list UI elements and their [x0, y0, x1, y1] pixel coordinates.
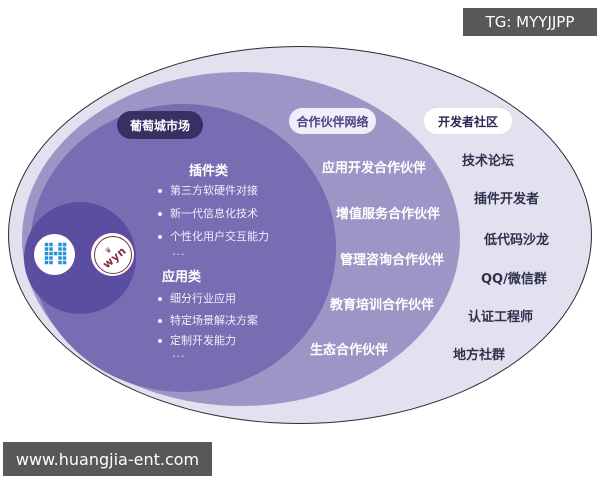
list-item: 个性化用户交互能力 — [158, 230, 269, 244]
developer-community-label: 开发者社区 — [424, 108, 512, 134]
market-ring-label: 葡萄城市场 — [117, 111, 203, 139]
website-badge: www.huangjia-ent.com — [3, 442, 212, 476]
wyn-logo: ♛ wyn — [91, 233, 134, 276]
community-item: QQ/微信群 — [481, 272, 547, 287]
bullet-icon — [158, 235, 162, 239]
list-item-label: 个性化用户交互能力 — [170, 230, 269, 243]
community-item: 技术论坛 — [462, 154, 515, 169]
list-item: 新一代信息化技术 — [158, 207, 258, 221]
community-item: 低代码沙龙 — [484, 233, 550, 248]
list-item-label: 细分行业应用 — [170, 292, 236, 305]
plugins-more-ellipsis: ... — [172, 245, 186, 258]
bullet-icon — [158, 319, 162, 323]
apps-more-ellipsis: ... — [172, 347, 186, 360]
h-logo — [34, 234, 75, 275]
list-item-label: 特定场景解决方案 — [170, 314, 258, 327]
wyn-logo-ring — [93, 235, 132, 274]
list-item: 细分行业应用 — [158, 292, 236, 306]
list-item-label: 定制开发能力 — [170, 334, 236, 347]
list-item-label: 新一代信息化技术 — [170, 207, 258, 220]
apps-group-title: 应用类 — [162, 270, 202, 285]
community-item: 插件开发者 — [474, 192, 540, 207]
bullet-icon — [158, 189, 162, 193]
bullet-icon — [158, 297, 162, 301]
list-item: 第三方软硬件对接 — [158, 184, 258, 198]
bullet-icon — [158, 339, 162, 343]
partner-network-label: 合作伙伴网络 — [289, 108, 376, 134]
bullet-icon — [158, 212, 162, 216]
plugins-group-title: 插件类 — [189, 164, 229, 179]
partner-item: 管理咨询合作伙伴 — [340, 253, 445, 268]
telegram-badge: TG: MYYJJPP — [463, 8, 597, 36]
h-logo-icon — [42, 240, 68, 270]
partner-item: 生态合作伙伴 — [310, 343, 389, 358]
list-item: 特定场景解决方案 — [158, 314, 258, 328]
partner-item: 应用开发合作伙伴 — [322, 161, 427, 176]
partner-item: 教育培训合作伙伴 — [330, 298, 435, 313]
partner-item: 增值服务合作伙伴 — [336, 207, 441, 222]
community-item: 认证工程师 — [468, 310, 534, 325]
list-item-label: 第三方软硬件对接 — [170, 184, 258, 197]
list-item: 定制开发能力 — [158, 334, 236, 348]
community-item: 地方社群 — [453, 348, 506, 363]
